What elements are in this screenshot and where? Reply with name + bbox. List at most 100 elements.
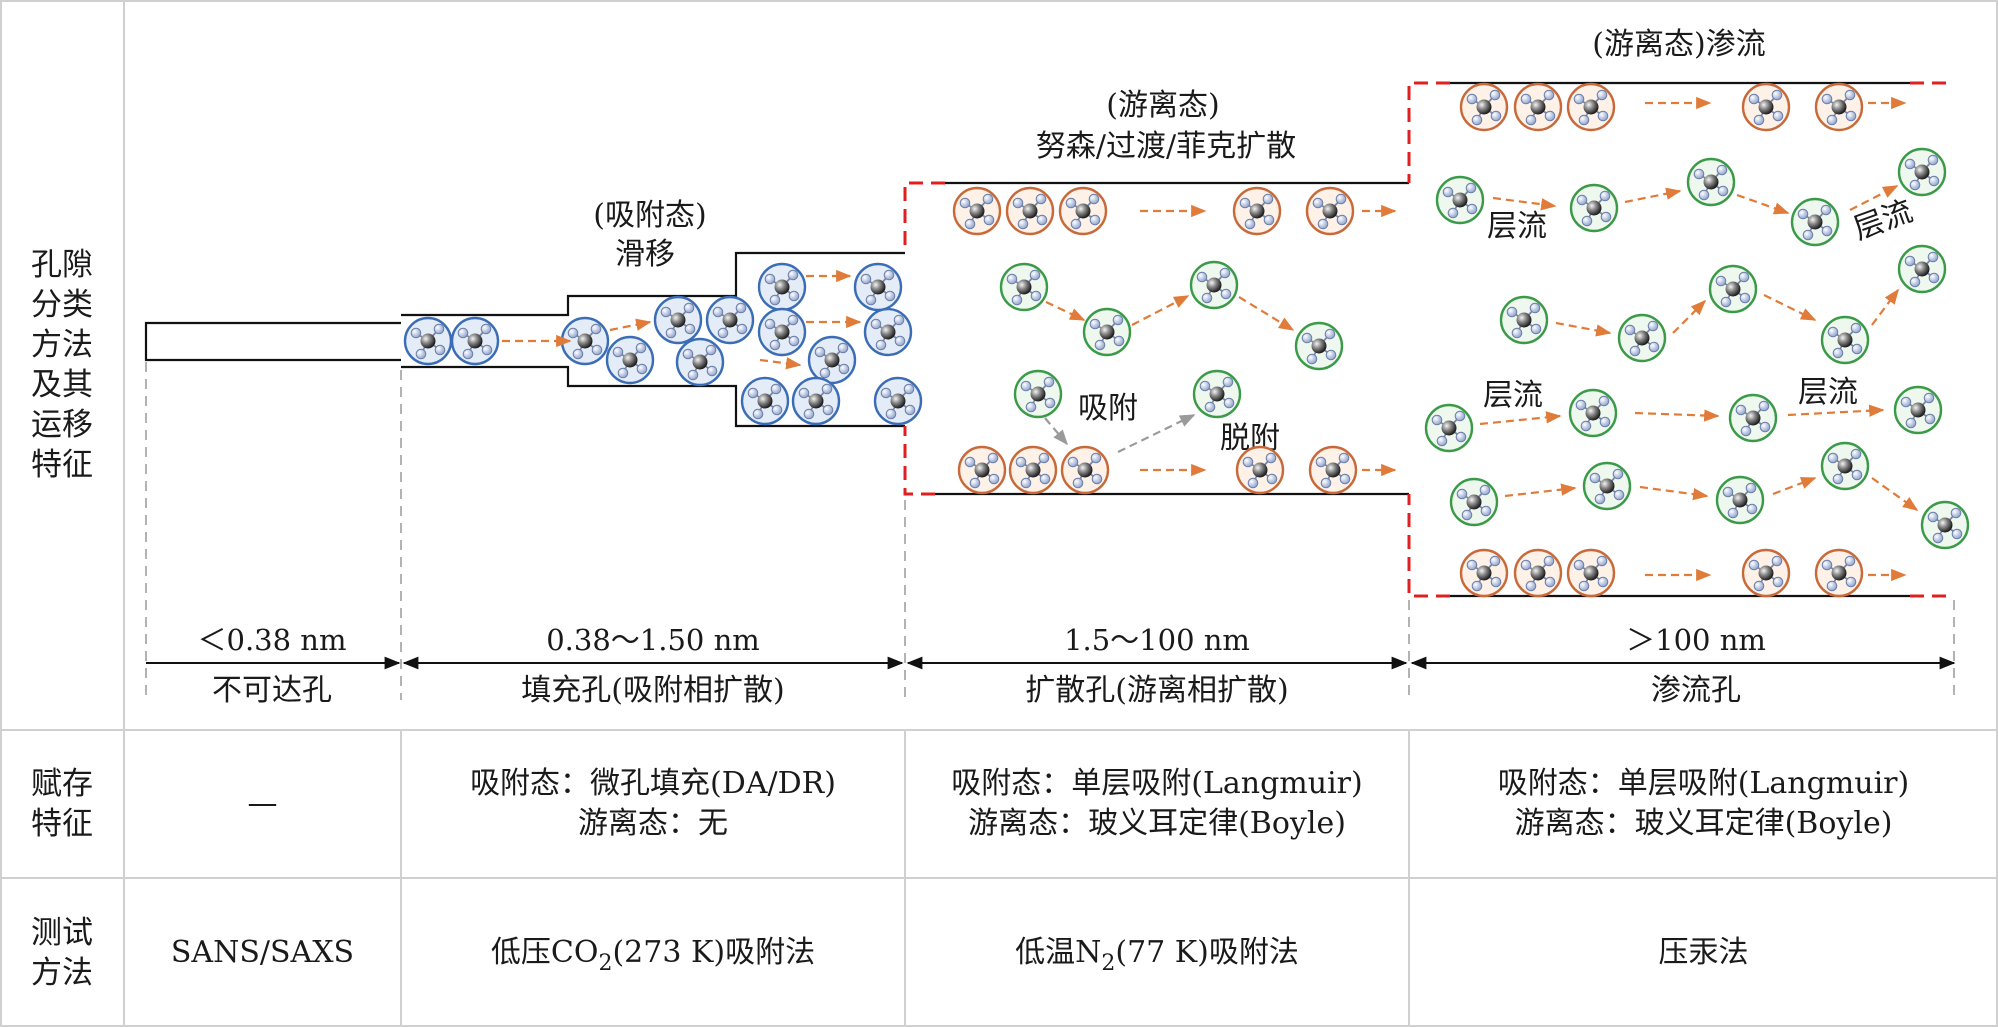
methane-molecule: [1686, 157, 1736, 207]
methane-molecule: [605, 335, 655, 385]
methane-molecule: [1920, 500, 1970, 550]
flow-arrow: [1131, 295, 1190, 326]
methane-molecule: [1005, 186, 1055, 236]
methane-molecule: [1189, 260, 1239, 310]
test-cell-col4: 压汞法: [1658, 934, 1749, 970]
methane-molecule: [1814, 82, 1864, 132]
flow-arrow: [1238, 296, 1295, 331]
laminar-label-3: 层流: [1483, 378, 1543, 413]
methane-molecule: [1513, 82, 1563, 132]
size-range-col3: 1.5～100 nm: [1064, 623, 1250, 657]
flow-arrow: [1772, 476, 1817, 496]
methane-molecule: [1741, 548, 1791, 598]
methane-molecule: [1308, 445, 1358, 495]
occurrence-cell-col3: 吸附态：单层吸附(Langmuir) 游离态：玻义耳定律(Boyle): [951, 766, 1363, 841]
flow-arrow: [1672, 299, 1707, 334]
flow-arrow: [1871, 477, 1919, 511]
methane-molecule: [1459, 548, 1509, 598]
flow-arrow: [1044, 417, 1068, 446]
flow-arrow: [1787, 404, 1885, 417]
methane-molecule: [1897, 244, 1947, 294]
molecule-layer: [403, 82, 1970, 598]
flow-arrow: [1871, 288, 1899, 326]
methane-molecule: [705, 295, 755, 345]
pore-type-col1: 不可达孔: [212, 673, 332, 708]
size-range-col4: ＞100 nm: [1626, 623, 1766, 657]
methane-molecule: [740, 376, 790, 426]
methane-molecule: [1232, 186, 1282, 236]
flow-arrow: [1045, 301, 1086, 321]
methane-molecule: [1893, 385, 1943, 435]
seepage-title-label: (游离态)渗流: [1592, 27, 1765, 62]
flow-arrow: [1849, 185, 1899, 211]
flow-arrow: [1504, 483, 1577, 498]
methane-molecule: [1566, 82, 1616, 132]
diffusion-label: 努森/过渡/菲克扩散: [1036, 129, 1296, 164]
methane-molecule: [1708, 264, 1758, 314]
methane-molecule: [1569, 183, 1619, 233]
laminar-label-2: 层流: [1849, 194, 1917, 247]
methane-molecule: [1060, 445, 1110, 495]
occurrence-cell-col1: —: [247, 786, 278, 821]
row-label-classification: 孔隙分类方法及其运移特征: [31, 247, 93, 483]
methane-molecule: [653, 295, 703, 345]
methane-molecule: [1058, 186, 1108, 236]
methane-molecule: [863, 307, 913, 357]
pore-type-col4: 渗流孔: [1651, 673, 1741, 708]
flow-arrow: [1492, 196, 1557, 211]
size-range-col1: ＜0.38 nm: [198, 623, 347, 657]
row-label-test: 测试方法: [31, 914, 93, 991]
slip-state-label: (吸附态): [593, 198, 706, 233]
methane-molecule: [1820, 315, 1870, 365]
size-range-col2: 0.38～1.50 nm: [546, 623, 760, 657]
methane-molecule: [1013, 369, 1063, 419]
flow-arrow: [1624, 187, 1682, 204]
flow-arrow: [1763, 294, 1817, 321]
methane-molecule: [450, 316, 500, 366]
methane-molecule: [1459, 82, 1509, 132]
methane-molecule: [1192, 369, 1242, 419]
laminar-label-4: 层流: [1798, 375, 1858, 410]
occurrence-cell-col4: 吸附态：单层吸附(Langmuir) 游离态：玻义耳定律(Boyle): [1497, 766, 1910, 841]
methane-molecule: [1082, 307, 1132, 357]
methane-molecule: [1582, 461, 1632, 511]
test-cell-col2: 低压CO2(273 K)吸附法: [490, 934, 816, 976]
methane-molecule: [873, 376, 923, 426]
methane-molecule: [999, 262, 1049, 312]
flow-arrow: [609, 318, 652, 332]
flow-arrow: [1117, 414, 1196, 453]
methane-molecule: [675, 337, 725, 387]
diffusion-state-label: (游离态): [1106, 88, 1219, 123]
methane-molecule: [1499, 295, 1549, 345]
flow-arrow: [1634, 409, 1720, 422]
methane-molecule: [757, 262, 807, 312]
methane-molecule: [957, 445, 1007, 495]
methane-molecule: [560, 316, 610, 366]
methane-molecule: [1617, 313, 1667, 363]
methane-molecule: [1568, 388, 1618, 438]
methane-molecule: [1790, 197, 1840, 247]
methane-molecule: [1435, 175, 1485, 225]
flow-arrow: [1736, 193, 1790, 215]
methane-molecule: [757, 307, 807, 357]
methane-molecule: [1814, 548, 1864, 598]
methane-molecule: [1424, 403, 1474, 453]
methane-molecule: [1728, 393, 1778, 443]
test-cell-col1: SANS/SAXS: [170, 934, 355, 970]
methane-molecule: [1513, 548, 1563, 598]
methane-molecule: [807, 335, 857, 385]
flow-arrow-layer: [502, 96, 1919, 582]
methane-molecule: [1008, 445, 1058, 495]
methane-molecule: [791, 376, 841, 426]
flow-arrow: [1555, 321, 1612, 337]
methane-molecule: [1294, 321, 1344, 371]
flow-arrow: [1479, 411, 1562, 426]
methane-molecule: [1820, 441, 1870, 491]
slip-label: 滑移: [615, 237, 675, 272]
methane-molecule: [1305, 186, 1355, 236]
methane-molecule: [1741, 82, 1791, 132]
methane-molecule: [1897, 147, 1947, 197]
test-cell-col3: 低温N2(77 K)吸附法: [1015, 934, 1299, 976]
laminar-label-1: 层流: [1487, 209, 1547, 244]
